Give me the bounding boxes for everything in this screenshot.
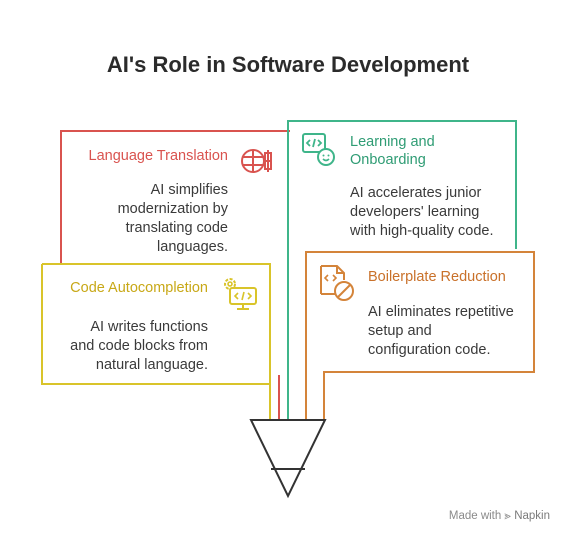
made-with-label: Made with — [448, 510, 502, 522]
language-translation-desc: AI simplifies modernization by translati… — [117, 182, 228, 255]
made-with-napkin: Made with ⪢ Napkin — [449, 510, 550, 523]
currency-exchange-icon — [239, 143, 275, 184]
learning-onboarding-desc: AI accelerates junior developers' learni… — [350, 185, 494, 239]
code-learner-icon — [301, 132, 337, 173]
code-autocompletion-desc: AI writes functions and code blocks from… — [70, 319, 208, 373]
boilerplate-reduction-title: Boilerplate Reduction — [368, 269, 506, 285]
learning-onboarding-title: Learning and Onboarding — [350, 134, 435, 168]
card-outline-autocompletion — [41, 263, 271, 420]
code-autocompletion-title: Code Autocompletion — [70, 280, 208, 296]
napkin-brand: Napkin — [514, 510, 550, 522]
code-file-blocked-icon — [317, 264, 357, 309]
page-title: AI's Role in Software Development — [106, 52, 470, 77]
card-outline-boilerplate — [305, 251, 535, 420]
napkin-logo-icon: ⪢ — [504, 510, 511, 522]
code-settings-monitor-icon — [220, 276, 260, 317]
boilerplate-reduction-desc: AI eliminates repetitive setup and confi… — [368, 304, 514, 358]
card-outline-learning — [287, 120, 517, 420]
funnel-shape — [249, 419, 327, 499]
card-outline-language — [60, 130, 290, 263]
language-translation-title: Language Translation — [88, 148, 228, 164]
